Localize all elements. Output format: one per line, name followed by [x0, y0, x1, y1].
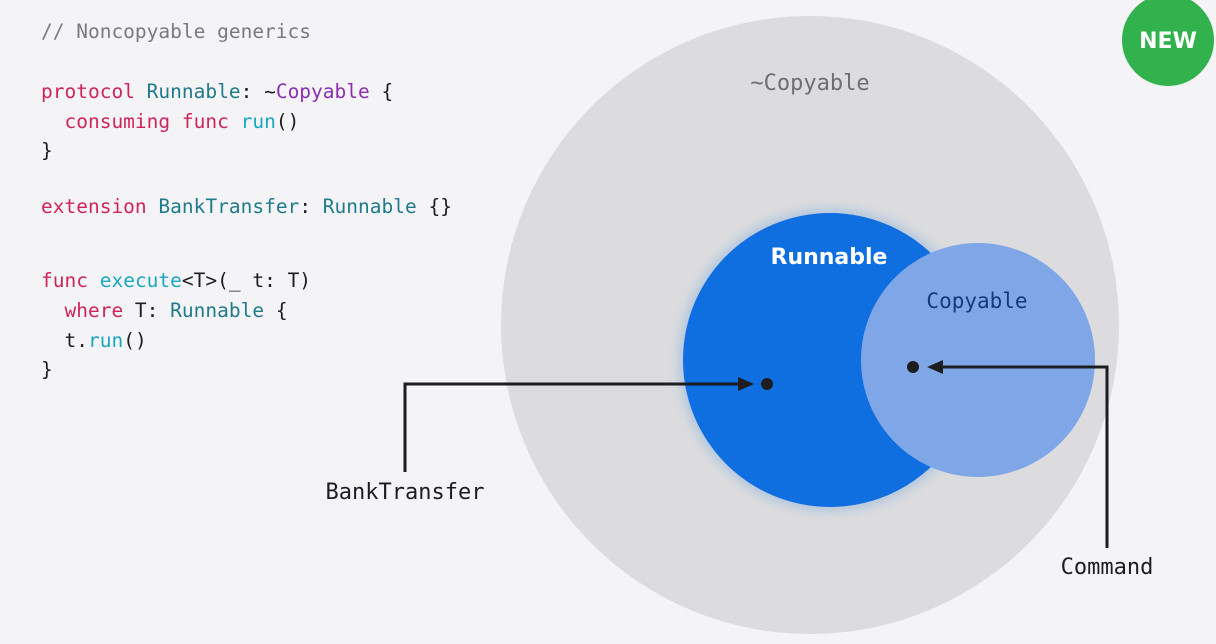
- code-line-close1: }: [41, 139, 53, 162]
- copyable-set-circle: [861, 243, 1095, 477]
- bank-transfer-label: BankTransfer: [326, 480, 485, 505]
- code-comment: // Noncopyable generics: [41, 20, 312, 43]
- new-badge-label: NEW: [1139, 29, 1197, 54]
- code-line-close2: }: [41, 358, 53, 381]
- code-line-extension: extension BankTransfer: Runnable {}: [41, 195, 452, 218]
- bank-transfer-point: [761, 378, 773, 390]
- command-arrowhead: [927, 360, 943, 374]
- copyable-set-label: Copyable: [926, 289, 1027, 313]
- code-block: // Noncopyable generics protocol Runnabl…: [41, 18, 452, 432]
- command-arrow: [940, 365, 1109, 548]
- code-line-protocol: protocol Runnable: ~Copyable {: [41, 80, 394, 103]
- bank-transfer-arrow: [403, 382, 740, 472]
- command-point: [907, 361, 919, 373]
- code-line-run-call: t.run(): [64, 329, 147, 352]
- runnable-set-label: Runnable: [771, 245, 888, 270]
- bank-transfer-arrowhead: [738, 377, 754, 391]
- noncopyable-set-label: ~Copyable: [750, 71, 869, 96]
- code-line-func-execute: func execute<T>(_ t: T): [41, 269, 312, 292]
- new-badge: [1122, 0, 1214, 86]
- code-line-consuming: consuming func run(): [64, 110, 300, 133]
- command-label: Command: [1061, 555, 1154, 580]
- code-line-where: where T: Runnable {: [64, 299, 288, 322]
